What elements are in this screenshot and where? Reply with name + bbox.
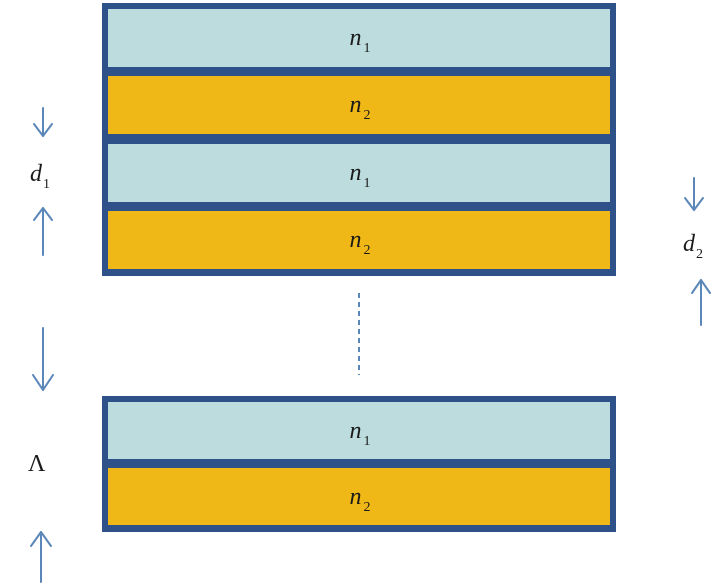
thickness-label-d2: d2 xyxy=(683,231,703,262)
arrow-up-icon xyxy=(30,531,52,583)
arrow-down-icon xyxy=(684,177,704,211)
arrow-down-icon xyxy=(32,327,54,391)
arrow-up-icon xyxy=(33,207,53,256)
arrow-up-icon xyxy=(691,279,711,326)
thickness-label-d1: d1 xyxy=(30,161,50,192)
continuation-dashed-line xyxy=(358,293,360,375)
arrow-down-icon xyxy=(33,107,53,137)
period-label-lambda: Λ xyxy=(28,451,46,477)
